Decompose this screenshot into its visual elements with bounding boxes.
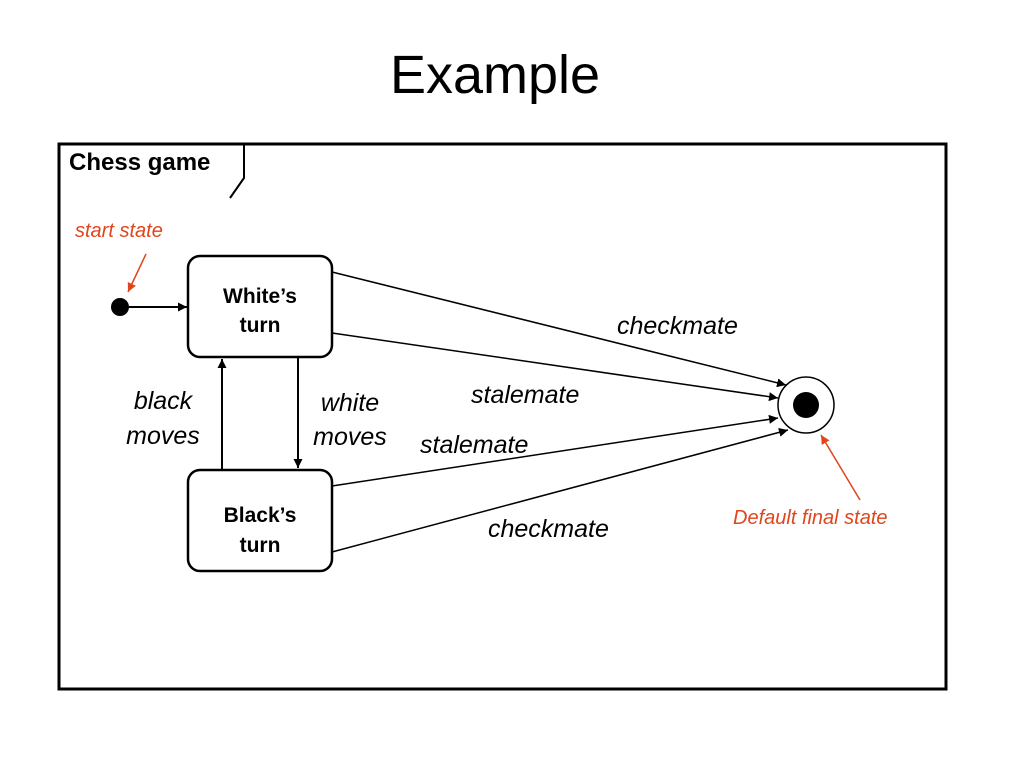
black-moves-label-line1: black (134, 387, 194, 415)
chess-game-frame (57, 142, 948, 691)
state-black-turn-line1: Black’s (224, 504, 297, 527)
final-state-dot (793, 392, 819, 418)
state-black-turn (186, 468, 334, 573)
black-stalemate-arrow (331, 414, 779, 487)
white-checkmate-arrow (331, 271, 787, 388)
black-moves-label-line2: moves (126, 422, 200, 450)
black-checkmate-arrow (331, 427, 789, 553)
slide-title: Example (389, 45, 601, 105)
white-stalemate-label: stalemate (471, 381, 579, 409)
start-state-annotation: start state (75, 220, 163, 242)
white-moves-label-line1: white (321, 389, 379, 417)
frame-label: Chess game (69, 149, 210, 176)
frame-label-tab (229, 144, 245, 199)
state-white-turn (186, 254, 334, 359)
white-stalemate-arrow (331, 332, 779, 402)
state-white-turn-line1: White’s (223, 285, 297, 308)
start-state-pointer (127, 253, 147, 293)
final-state-pointer (820, 434, 861, 501)
state-black-turn-line2: turn (240, 534, 281, 557)
black-checkmate-label: checkmate (488, 515, 609, 543)
initial-state-dot (111, 298, 129, 316)
black-stalemate-label: stalemate (420, 431, 528, 459)
final-state-annotation: Default final state (733, 507, 888, 529)
state-white-turn-line2: turn (240, 314, 281, 337)
white-checkmate-label: checkmate (617, 312, 738, 340)
white-moves-label-line2: moves (313, 423, 387, 451)
